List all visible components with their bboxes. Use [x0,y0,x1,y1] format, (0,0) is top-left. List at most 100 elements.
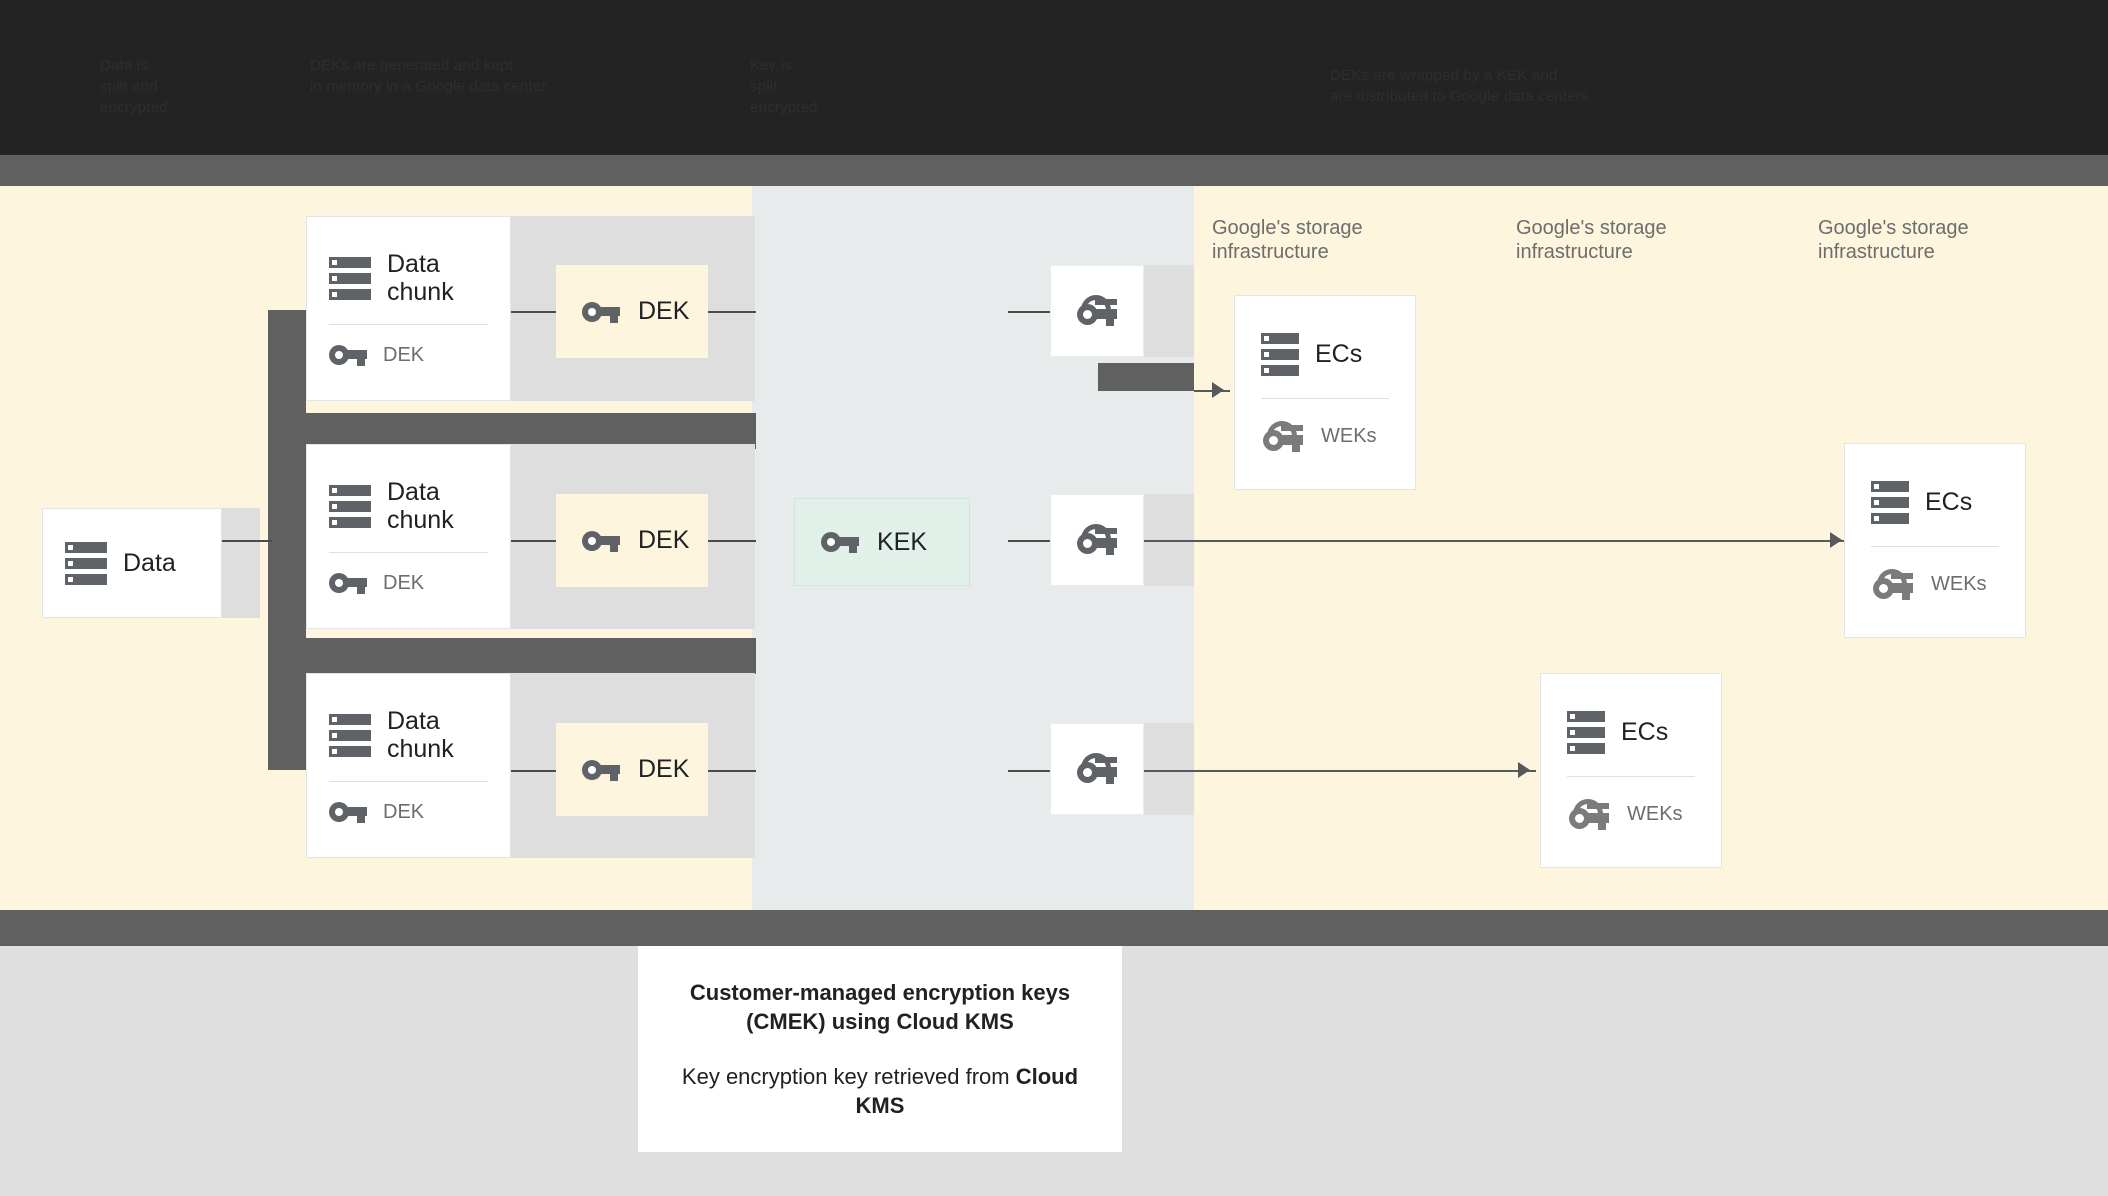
chunk-card-1[interactable]: Data chunk DEK [306,216,511,401]
fanout-branch-1 [268,413,756,449]
ecs-card-3-divider [1567,775,1695,777]
server-stack-icon [1871,480,1909,524]
dek-box-1[interactable]: DEK [556,265,708,358]
arrow-head-ecs-3 [1518,762,1530,778]
server-stack-icon [329,256,371,300]
key-icon [821,530,859,554]
storage-label-2: Google's storage infrastructure [1516,217,1667,263]
ecs-card-1-key-row: WEKs [1235,420,1415,453]
chunk-card-3-key-row: DEK [307,800,510,824]
fanout-trunk [268,310,306,770]
chunk-card-3-title: Data chunk [387,707,454,763]
ecs-card-3-key-row: WEKs [1541,798,1721,831]
key-icon [329,800,367,824]
connector-kek-to-wkey-2 [1008,540,1050,542]
dek-box-3-label: DEK [638,755,690,783]
wrapped-key-box-3[interactable] [1050,723,1144,815]
legend-column-4: DEKs are wrapped by a KEK and are distri… [1330,67,1589,105]
kek-box-label: KEK [877,527,928,556]
connector-data-to-trunk [222,540,272,542]
header-band [0,0,2108,155]
stacked-key-icon [1567,798,1611,831]
server-stack-icon [329,713,371,757]
key-icon [582,758,620,782]
connector-dek1-out [708,311,756,313]
chunk-card-3-key-label: DEK [383,800,425,823]
chunk-card-2-divider [329,552,488,553]
server-stack-icon [1261,332,1299,376]
connector-dek2-out [708,540,756,542]
legend-column-2: DEKs are generated and kept in memory in… [310,57,547,95]
dek-box-2[interactable]: DEK [556,494,708,587]
ecs-card-3[interactable]: ECs WEKs [1540,673,1722,868]
stacked-key-icon [1075,295,1119,327]
legend-column-1: Data is split and encrypted [100,57,168,116]
chunk-card-1-key-label: DEK [383,343,425,366]
key-icon [329,571,367,595]
ecs-card-2-divider [1871,545,1999,547]
wrapped-key-box-2[interactable] [1050,494,1144,586]
key-icon [329,343,367,367]
key-icon [582,529,620,553]
ecs-card-1-key-label: WEKs [1321,425,1377,447]
stacked-key-icon [1075,524,1119,556]
chunk-card-2[interactable]: Data chunk DEK [306,444,511,629]
ecs-card-3-title: ECs [1621,718,1669,746]
dek-box-3[interactable]: DEK [556,723,708,816]
server-stack-icon [65,541,107,585]
top-separator-bar [0,155,2108,186]
fanout-branch-2 [268,638,756,674]
chunk-card-1-divider [329,324,488,325]
wkey-shadow-3 [1140,723,1194,815]
data-card[interactable]: Data [42,508,222,618]
ecs-card-2-title: ECs [1925,488,1973,516]
caption-line-2-prefix: Key encryption key retrieved from [681,1064,1016,1089]
legend-column-5: Wrapped DEKs and encrypted data chunks a… [1330,65,1970,107]
arrow-head-ecs-1 [1212,382,1224,398]
key-icon [582,300,620,324]
stacked-key-icon [1871,568,1915,601]
caption-box: Customer-managed encryption keys (CMEK) … [638,946,1122,1152]
ecs-card-2-key-row: WEKs [1845,568,2025,601]
arrow-head-ecs-2 [1830,532,1842,548]
storage-label-1: Google's storage infrastructure [1212,217,1363,263]
chunk-card-3[interactable]: Data chunk DEK [306,673,511,858]
chunk-card-2-title-row: Data chunk [307,478,510,534]
ecs-card-3-key-label: WEKs [1627,803,1683,825]
stacked-key-icon [1261,420,1305,453]
ecs-card-2[interactable]: ECs WEKs [1844,443,2026,638]
server-stack-icon [1567,710,1605,754]
wrapped-key-box-1[interactable] [1050,265,1144,357]
ecs-card-1[interactable]: ECs WEKs [1234,295,1416,490]
legend-column-3: Key is split encrypted [750,57,818,116]
chunk-card-1-title: Data chunk [387,250,454,306]
ecs-card-2-key-label: WEKs [1931,573,1987,595]
ecs-card-2-title-row: ECs [1845,480,2025,524]
ecs-card-1-divider [1261,397,1389,399]
dek-box-1-label: DEK [638,297,690,325]
caption-line-2: Key encryption key retrieved from Cloud … [680,1062,1080,1120]
data-card-label: Data [123,549,176,577]
chunk-card-3-divider [329,781,488,782]
caption-line-1: Customer-managed encryption keys (CMEK) … [689,980,1071,1034]
stacked-key-icon [1075,753,1119,785]
ecs-card-1-title-row: ECs [1235,332,1415,376]
bottom-separator-bar [0,910,2108,946]
data-card-row: Data [43,541,221,585]
chunk-card-3-title-row: Data chunk [307,707,510,763]
connector-chunk1-dek1 [511,311,556,313]
arrow-line-ecs-2 [1144,540,1850,542]
kek-box[interactable]: KEK [794,498,970,586]
chunk-card-2-key-label: DEK [383,571,425,594]
chunk-card-1-title-row: Data chunk [307,250,510,306]
chunk-card-2-title: Data chunk [387,478,454,534]
connector-chunk3-dek3 [511,770,556,772]
server-stack-icon [329,484,371,528]
chunk-card-1-key-row: DEK [307,343,510,367]
chunk-card-2-key-row: DEK [307,571,510,595]
wkey-shadow-1 [1140,265,1194,357]
ecs-card-3-title-row: ECs [1541,710,1721,754]
connector-to-wkey-1 [1008,311,1050,313]
ecs-card-1-title: ECs [1315,340,1363,368]
